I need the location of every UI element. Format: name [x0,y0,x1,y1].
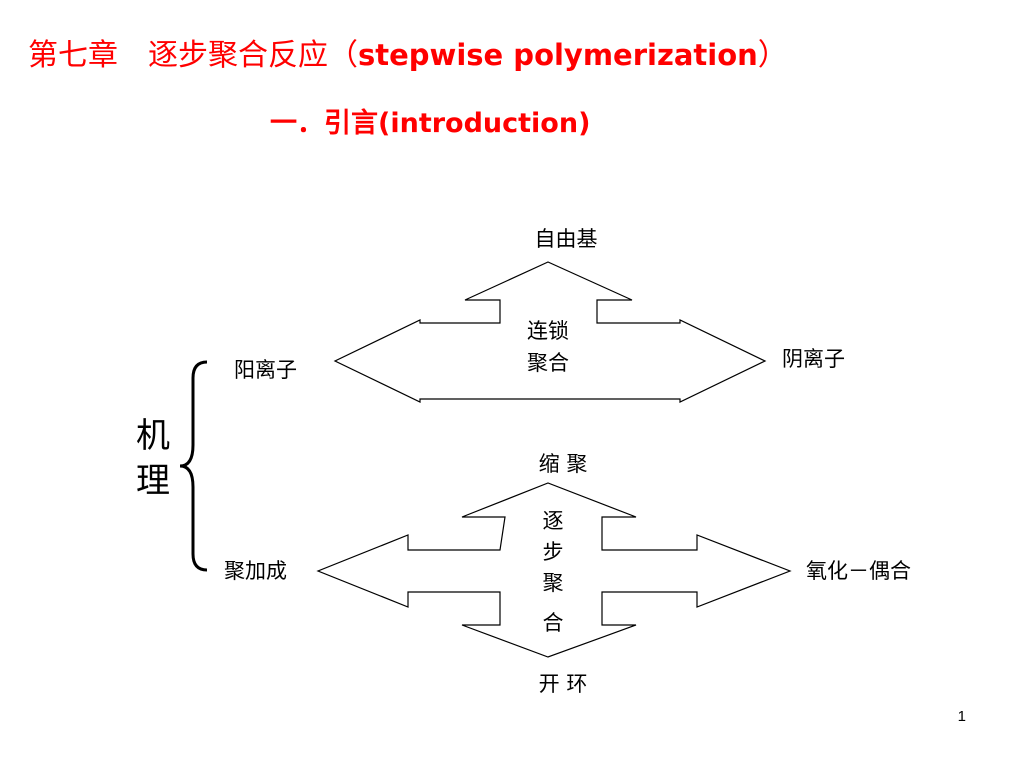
oxidative-coupling-label: 氧化－偶合 [806,559,911,583]
title-english: stepwise polymerization [358,38,758,72]
title-close-paren: ） [757,38,788,73]
step-polymerization-arrow [316,482,792,658]
polyaddition-label: 聚加成 [224,559,287,583]
chain-polymerization-arrow [333,261,767,403]
polycondensation-label: 缩 聚 [539,452,588,476]
subtitle-chinese: 一．引言 [270,108,378,139]
mechanism-char-1: 机 [136,416,170,456]
chain-center-line-1: 连锁 [527,319,569,343]
chain-center-line-2: 聚合 [527,351,569,375]
mechanism-char-2: 理 [136,461,170,501]
step-center-char-3: 聚 [543,571,564,595]
step-center-char-1: 逐 [543,509,564,533]
free-radical-label: 自由基 [535,227,598,251]
step-center-char-4: 合 [543,611,564,635]
ring-opening-label: 开 环 [539,672,588,696]
mechanism-brace [179,360,208,572]
subtitle-english: (introduction) [378,108,591,139]
step-center-char-2: 步 [543,540,564,564]
anionic-label: 阴离子 [782,347,845,371]
section-subtitle: 一．引言(introduction) [270,101,590,140]
page-number: 1 [957,708,966,725]
slide-title: 第七章 逐步聚合反应（stepwise polymerization） [28,30,788,74]
title-chinese: 第七章 逐步聚合反应（ [28,38,358,73]
cationic-label: 阳离子 [234,358,297,382]
